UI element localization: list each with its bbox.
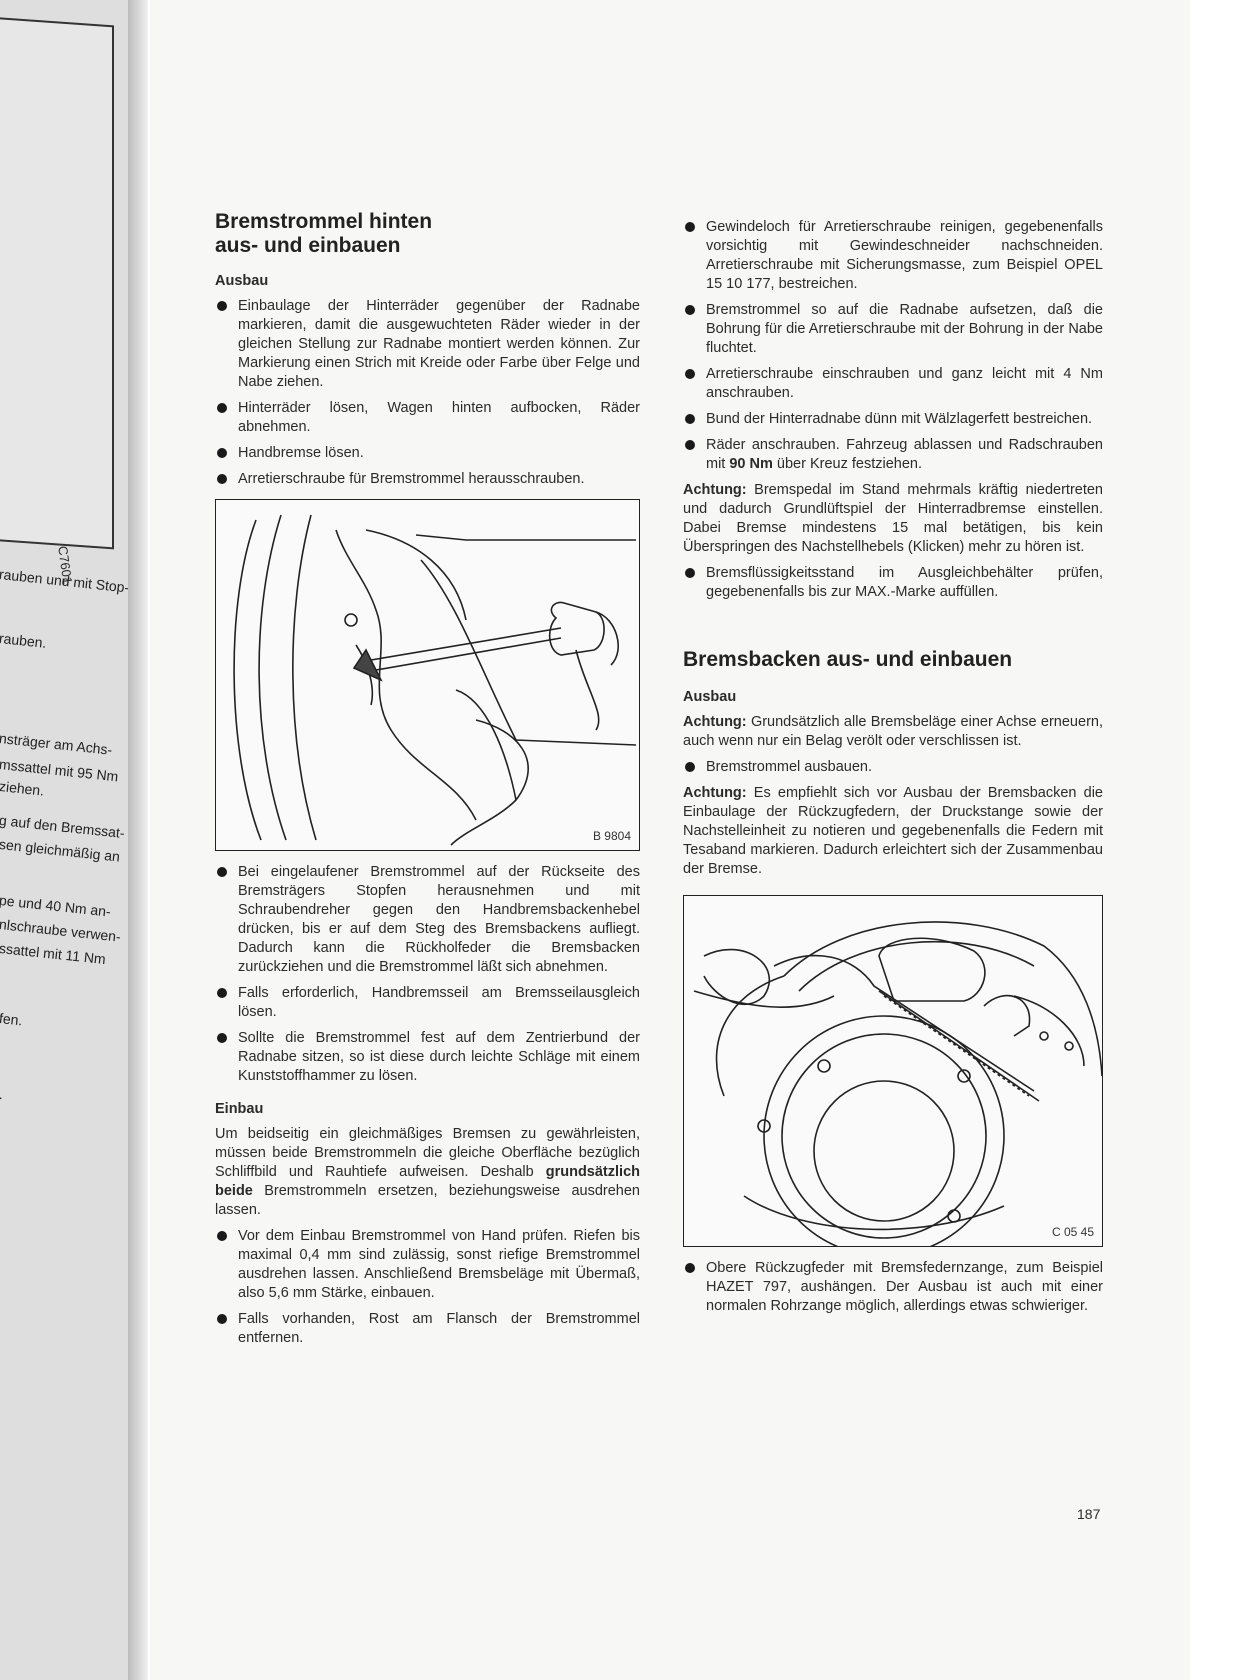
title-line: Bremstrommel hinten [215,210,433,233]
section-title: Bremsbacken aus- und einbauen [683,648,1013,671]
bullet-icon [217,474,227,484]
note-text: Grundsätzlich alle Bremsbeläge einer Ach… [683,714,1103,749]
left-column: Bremstrommel hinten aus- und einbauen Au… [215,210,640,1355]
bullet-icon [217,448,227,458]
bullet-icon [217,1033,227,1043]
bullet-icon [685,414,695,424]
achtung-note: Achtung: Es empfiehlt sich vor Ausbau de… [683,784,1103,879]
list-item-text: Bund der Hinterradnabe dünn mit Wälzlage… [706,411,1093,427]
figure-code: C 05 45 [1051,1225,1094,1239]
bullet-icon [685,568,695,578]
previous-page-text: . [0,1086,4,1103]
note-text: Bremspedal im Stand mehrmals kräftig nie… [683,482,1103,555]
list-item-text: Sollte die Bremstrommel fest auf dem Zen… [238,1030,640,1084]
list-item: Hinterräder lösen, Wagen hinten aufbocke… [215,399,640,437]
previous-page-text: nlschraube verwen- [0,916,122,945]
bullet-icon [217,988,227,998]
bullet-icon [685,305,695,315]
torque-value: 90 Nm [729,456,773,472]
previous-page-text: rauben. [0,630,48,651]
bullet-icon [217,1231,227,1241]
previous-page-text: pe und 40 Nm an- [0,892,112,920]
list-item-text: Handbremse lösen. [238,445,364,461]
list-item-text: Arretierschraube für Bremstrommel heraus… [238,471,585,487]
list-item-text: Gewindeloch für Arretierschraube reinige… [706,219,1103,292]
list-item: Handbremse lösen. [215,444,640,463]
list-item: Bremstrommel so auf die Radnabe aufsetze… [683,301,1103,358]
note-text: Es empfiehlt sich vor Ausbau der Bremsba… [683,785,1103,877]
achtung-label: Achtung: [683,714,747,730]
figure-brake-drum-screwdriver: B 9804 [215,499,640,851]
previous-page-text: g auf den Bremssat- [0,812,126,842]
achtung-note: Achtung: Grundsätzlich alle Bremsbeläge … [683,713,1103,751]
list-item: Bei eingelaufener Bremstrommel auf der R… [215,863,640,977]
list-item: Gewindeloch für Arretierschraube reinige… [683,218,1103,294]
list-item-text: Falls vorhanden, Rost am Flansch der Bre… [238,1311,640,1346]
subheading-einbau: Einbau [215,1101,264,1117]
list-item-text: Bremstrommel ausbauen. [706,759,873,775]
bullet-icon [217,403,227,413]
list-item-text: Arretierschraube einschrauben und ganz l… [706,366,1103,401]
section-title: Bremstrommel hinten aus- und einbauen [215,210,640,258]
list-item: Falls vorhanden, Rost am Flansch der Bre… [215,1310,640,1348]
list-item-text: Bremsflüssigkeitsstand im Ausgleichbehäl… [706,565,1103,600]
list-item: Einbaulage der Hinterräder gegenüber der… [215,297,640,392]
figure-code: B 9804 [592,829,631,843]
paragraph-text: Um beidseitig ein gleichmäßiges Bremsen … [215,1126,640,1180]
previous-page-text: nsträger am Achs- [0,730,113,758]
list-item-text: Bei eingelaufener Bremstrommel auf der R… [238,864,640,975]
figure-brake-shoe-spring: C 05 45 [683,895,1103,1257]
brake-drum-illustration [233,514,637,846]
subheading-ausbau: Ausbau [215,273,269,289]
bullet-icon [685,369,695,379]
subheading-ausbau: Ausbau [683,689,737,705]
list-item-text: Bremstrommel so auf die Radnabe aufsetze… [706,302,1103,356]
right-column: Gewindeloch für Arretierschraube reinige… [683,218,1103,1323]
list-item-text: Falls erforderlich, Handbremsseil am Bre… [238,985,640,1020]
achtung-note: Achtung: Bremspedal im Stand mehrmals kr… [683,481,1103,557]
previous-page-figure [0,14,114,550]
achtung-label: Achtung: [683,482,747,498]
list-item-text: Hinterräder lösen, Wagen hinten aufbocke… [238,400,640,435]
bullet-icon [685,1263,695,1273]
list-item: Sollte die Bremstrommel fest auf dem Zen… [215,1029,640,1086]
list-item-text: Räder anschrauben. Fahrzeug ablassen und… [706,437,1103,472]
previous-page-text: sen gleichmäßig an [0,836,121,865]
list-item: Bremsflüssigkeitsstand im Ausgleichbehäl… [683,564,1103,602]
achtung-label: Achtung: [683,785,747,801]
previous-page-text: ziehen. [0,778,45,799]
list-item: Bund der Hinterradnabe dünn mit Wälzlage… [683,410,1103,429]
list-item: Falls erforderlich, Handbremsseil am Bre… [215,984,640,1022]
list-item: Räder anschrauben. Fahrzeug ablassen und… [683,436,1103,474]
book-gutter [128,0,148,1680]
list-item-text: Vor dem Einbau Bremstrommel von Hand prü… [238,1228,640,1301]
list-item-text: Obere Rückzugfeder mit Bremsfedernzange,… [706,1260,1103,1314]
previous-page-text: fen. [0,1010,24,1029]
page-number: 187 [1077,1506,1101,1522]
einbau-paragraph: Um beidseitig ein gleichmäßiges Bremsen … [215,1125,640,1220]
title-line: aus- und einbauen [215,234,401,257]
list-item: Arretierschraube für Bremstrommel heraus… [215,470,640,489]
list-item: Vor dem Einbau Bremstrommel von Hand prü… [215,1227,640,1303]
list-item: Arretierschraube einschrauben und ganz l… [683,365,1103,403]
previous-page-edge: C7601 rauben und mit Stop- rauben. nsträ… [0,0,130,1680]
paragraph-text: Bremstrommeln ersetzen, beziehungsweise … [215,1183,640,1218]
list-item-text: Einbaulage der Hinterräder gegenüber der… [238,298,640,390]
bullet-icon [217,301,227,311]
list-item: Bremstrommel ausbauen. [683,758,1103,777]
bullet-icon [685,440,695,450]
paragraph-emphasis: grundsätzlich beide [215,1164,640,1199]
bullet-icon [685,222,695,232]
brake-shoe-illustration [693,921,1103,1257]
bullet-icon [217,1314,227,1324]
bullet-icon [685,762,695,772]
previous-page-text: ssattel mit 11 Nm [0,940,107,968]
list-item: Obere Rückzugfeder mit Bremsfedernzange,… [683,1259,1103,1316]
bullet-icon [217,867,227,877]
list-item-text: über Kreuz festziehen. [772,456,923,472]
